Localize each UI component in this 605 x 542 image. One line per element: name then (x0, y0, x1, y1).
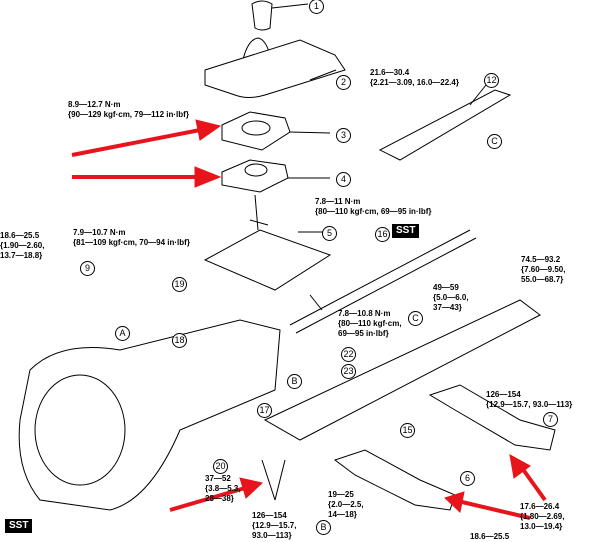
callout-23: 23 (341, 364, 356, 379)
callout-5: 5 (322, 226, 337, 241)
torque-spec-harness: 7.8—10.8 N·m{80—110 kgf·cm,69—95 in·lbf} (338, 309, 402, 338)
shift-knob (251, 0, 273, 31)
callout-19: 19 (172, 277, 187, 292)
callout-B2: B (316, 520, 331, 535)
callout-16: 16 (375, 227, 390, 242)
arrow-to-crossmember-7 (520, 466, 547, 502)
callout-C1: C (487, 134, 502, 149)
sst-tag-housing: SST (5, 519, 33, 533)
transmission-case (18, 319, 281, 511)
callout-B1: B (287, 374, 302, 389)
callout-20: 20 (213, 459, 228, 474)
callout-7: 7 (543, 412, 558, 427)
callout-6: 6 (460, 471, 475, 486)
callout-17: 17 (257, 403, 272, 418)
arrow-to-plate (71, 128, 201, 157)
torque-spec-frame-nuts: 126—154{12.9—15.7, 93.0—113} (486, 390, 573, 409)
propeller-shaft (289, 229, 477, 334)
callout-15: 15 (400, 423, 415, 438)
callout-2: 2 (336, 75, 351, 90)
torque-spec-left: 18.6—25.5{1.90—2.60,13.7—18.8} (0, 231, 45, 260)
arrow-head-nut (239, 477, 264, 499)
torque-spec-nut-b: 19—25{2.0—2.5,14—18} (328, 490, 364, 519)
arrow-to-nut (169, 486, 246, 512)
arrow-head-crossmember-6 (444, 491, 465, 513)
callout-A: A (115, 326, 130, 341)
callout-1: 1 (309, 0, 324, 14)
floor-plate (203, 229, 332, 291)
callout-22: 22 (341, 347, 356, 362)
torque-spec-mount-nuts: 126—154{12.9—15.7,93.0—113} (252, 511, 297, 540)
callout-3: 3 (336, 128, 351, 143)
torque-spec-crossmember-6: 18.6—25.5 (470, 532, 510, 541)
insulator-plate (221, 111, 291, 151)
sst-tag-propeller: SST (392, 224, 420, 238)
arrow-head-crossmember-7 (509, 454, 531, 479)
torque-spec-bolt-20: 37—52{3.8—5.3,28—38} (205, 474, 241, 503)
shift-lever (249, 194, 269, 231)
power-plant-frame (263, 299, 541, 441)
arrow-to-crossmember-6 (461, 500, 531, 520)
callout-C2: C (408, 311, 423, 326)
torque-spec-frame-rear: 74.5—93.2{7.60—9.50,55.0—68.7} (521, 255, 566, 284)
torque-spec-bracket: 21.6—30.4{2.21—3.09, 16.0—22.4} (370, 68, 459, 87)
red-arrows (71, 119, 547, 520)
callout-4: 4 (336, 172, 351, 187)
callout-12: 12 (484, 73, 499, 88)
torque-spec-lever: 7.8—11 N·m{80—110 kgf·cm, 69—95 in·lbf} (315, 197, 432, 216)
torque-spec-crossmember: 17.6—26.4{1.80—2.69,13.0—19.4} (520, 502, 565, 531)
console-panel (204, 39, 346, 98)
arrow-head-plate (195, 119, 222, 141)
torque-spec-propeller: 49—59{5.0—6.0,37—43} (433, 283, 469, 312)
arrow-head-gasket (194, 166, 222, 188)
torque-spec-insulator: 8.9—12.7 N·m{90—129 kgf·cm, 79—112 in·lb… (68, 100, 189, 119)
torque-spec-bracket-9: 7.9—10.7 N·m{81—109 kgf·cm, 70—94 in·lbf… (73, 228, 190, 247)
callout-18: 18 (172, 333, 187, 348)
bracket-12 (378, 89, 512, 161)
crossmember-7 (428, 384, 556, 451)
callout-9: 9 (80, 261, 95, 276)
